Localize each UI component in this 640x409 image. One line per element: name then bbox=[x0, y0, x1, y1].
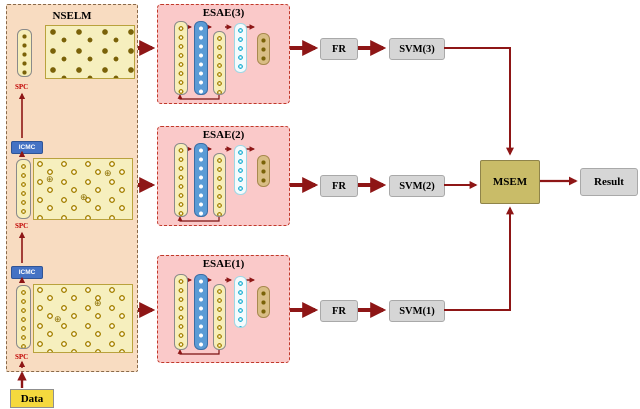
result-label: Result bbox=[594, 176, 624, 188]
fr-box-3: FR bbox=[320, 38, 358, 60]
connector-svm1-to-msem bbox=[444, 206, 514, 311]
feedback-arrow bbox=[177, 215, 220, 222]
esae-1-block: ESAE(1) bbox=[157, 255, 290, 363]
output-layer-pill bbox=[257, 155, 270, 187]
spc-label-bottom: SPC bbox=[15, 353, 29, 361]
output-layer-pill bbox=[257, 33, 270, 65]
esae-2-title: ESAE(2) bbox=[202, 129, 245, 141]
msem-label: MSEM bbox=[492, 176, 528, 188]
encoder-layer-pill bbox=[213, 284, 226, 350]
mid-samples-scatter: ⊕ ⊕ ⊕ bbox=[33, 158, 133, 220]
fr-label: FR bbox=[332, 43, 346, 55]
icmc-box-upper: ICMC bbox=[11, 141, 43, 154]
fr-box-1: FR bbox=[320, 300, 358, 322]
svm-2-box: SVM(2) bbox=[389, 175, 445, 197]
fr-box-2: FR bbox=[320, 175, 358, 197]
esae-3-title: ESAE(3) bbox=[202, 7, 245, 19]
result-box: Result bbox=[580, 168, 638, 196]
fr-label: FR bbox=[332, 305, 346, 317]
esae-3-block: ESAE(3) bbox=[157, 4, 290, 104]
input-layer-pill bbox=[174, 274, 188, 350]
cluster-marker-glyph: ⊕ bbox=[104, 168, 112, 178]
spc-label-middle: SPC bbox=[15, 222, 29, 230]
icmc-label: ICMC bbox=[18, 269, 36, 276]
cluster-marker-glyph: ⊕ bbox=[80, 192, 88, 202]
spc-label-top: SPC bbox=[15, 83, 29, 91]
clustered-samples-scatter bbox=[45, 25, 135, 79]
cluster-marker-glyph: ⊕ bbox=[54, 314, 62, 324]
hidden-layer-pill bbox=[194, 274, 208, 350]
encoder-layer-pill bbox=[213, 153, 226, 217]
feature-column-pill bbox=[16, 159, 31, 219]
input-layer-pill bbox=[174, 21, 188, 95]
raw-samples-scatter: ⊕ ⊕ bbox=[33, 284, 133, 353]
esae-3-internal-arrows bbox=[177, 24, 256, 100]
code-layer-pill bbox=[234, 276, 247, 328]
msem-box: MSEM bbox=[480, 160, 540, 204]
connector-svm3-to-msem bbox=[444, 47, 514, 156]
data-box: Data bbox=[10, 389, 54, 408]
feature-column-pill bbox=[17, 29, 32, 77]
code-layer-pill bbox=[234, 23, 247, 73]
esae-1-title: ESAE(1) bbox=[202, 258, 245, 270]
svm-3-box: SVM(3) bbox=[389, 38, 445, 60]
svm-1-label: SVM(1) bbox=[399, 305, 435, 317]
data-label: Data bbox=[20, 392, 44, 405]
fr-label: FR bbox=[332, 180, 346, 192]
nselm-block: NSELM SPC ICMC ⊕ ⊕ ⊕ SPC ICMC ⊕ ⊕ SPC bbox=[6, 4, 138, 372]
icmc-label: ICMC bbox=[18, 144, 36, 151]
feedback-arrow bbox=[177, 93, 220, 100]
icmc-box-lower: ICMC bbox=[11, 266, 43, 279]
code-layer-pill bbox=[234, 145, 247, 195]
encoder-layer-pill bbox=[213, 31, 226, 95]
nselm-title: NSELM bbox=[52, 10, 92, 22]
hidden-layer-pill bbox=[194, 143, 208, 217]
input-layer-pill bbox=[174, 143, 188, 217]
cluster-marker-glyph: ⊕ bbox=[94, 298, 102, 308]
svm-3-label: SVM(3) bbox=[399, 43, 435, 55]
feedback-arrow bbox=[177, 348, 220, 355]
feature-column-pill bbox=[16, 285, 31, 349]
svm-2-label: SVM(2) bbox=[399, 180, 435, 192]
esae-2-block: ESAE(2) bbox=[157, 126, 290, 226]
svm-1-box: SVM(1) bbox=[389, 300, 445, 322]
output-layer-pill bbox=[257, 286, 270, 318]
hidden-layer-pill bbox=[194, 21, 208, 95]
cluster-marker-glyph: ⊕ bbox=[46, 174, 54, 184]
